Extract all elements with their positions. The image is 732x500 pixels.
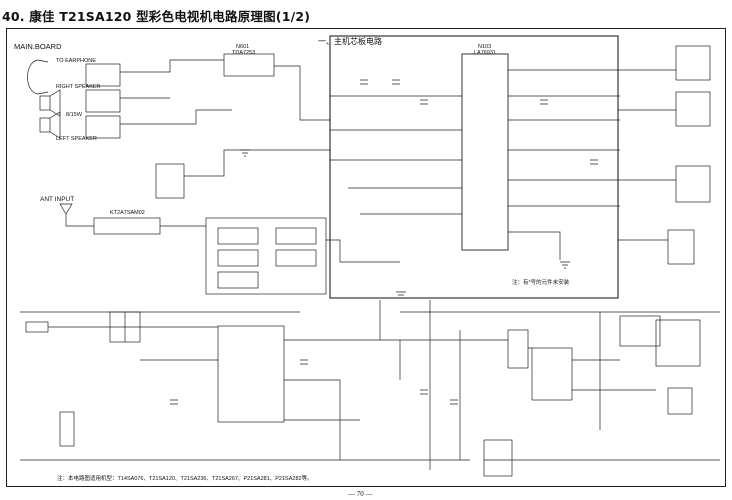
- left-speaker-label: LEFT SPEAKER: [56, 136, 97, 142]
- connector-xs003: [675, 165, 711, 203]
- to-earphone-label: TO EARPHONE: [56, 58, 96, 64]
- audio-amp-ic: [223, 53, 275, 77]
- right-speaker-symbol: [39, 95, 51, 111]
- connector-xs002: [675, 91, 711, 127]
- eeprom-ic: [667, 229, 695, 265]
- fuse: [25, 321, 49, 333]
- power-transformer: [217, 325, 285, 423]
- section-title-label: 一、主机芯板电路: [318, 37, 382, 46]
- crt-socket: [483, 439, 513, 477]
- antenna-symbol: [59, 203, 94, 227]
- right-speaker-connector: [85, 89, 121, 113]
- main-ic-ref: N103: [478, 44, 492, 50]
- right-speaker-label: RIGHT SPEAKER: [56, 84, 101, 90]
- note-label: 注：有*号的元件未安装: [512, 280, 570, 286]
- left-speaker-symbol: [39, 117, 51, 133]
- scan-ic: [507, 329, 529, 369]
- av-connector: [155, 163, 185, 199]
- flyback-transformer: [531, 347, 573, 401]
- earphone-connector: [85, 63, 121, 87]
- component-ticks: [170, 79, 598, 405]
- main-ic-block: [461, 53, 509, 251]
- audio-ic-part: TDA7253: [232, 50, 256, 56]
- ant-input-label: ANT INPUT: [40, 196, 75, 203]
- earphone-symbol: [27, 59, 49, 95]
- power-switch: [59, 411, 75, 447]
- left-speaker-connector: [85, 115, 121, 139]
- tuner-block: [93, 217, 161, 235]
- connector-xs001: [675, 45, 711, 81]
- page-title: 40. 康佳 T21SA120 型彩色电视机电路原理图(1/2): [2, 9, 311, 24]
- ground-symbols: [240, 149, 570, 299]
- tuner-label: KT2A7SAM02: [110, 210, 145, 216]
- applicable-models-footnote: 注：本电路图适用机型：T14SA076、T21SA120、T21SA236、T2…: [57, 476, 313, 482]
- main-board-label: MAIN.BOARD: [14, 42, 62, 51]
- speaker-spec-label: 8/15W: [66, 112, 82, 118]
- main-ic-part: LA76931: [474, 50, 497, 56]
- if-section: [205, 217, 327, 295]
- audio-ic-ref: N601: [236, 44, 250, 50]
- page-number: — 70 —: [348, 490, 373, 498]
- schematic-frame: [6, 28, 726, 487]
- wiring-traces: [20, 59, 720, 470]
- vertical-ic: [619, 315, 661, 347]
- main-board-region: [329, 35, 619, 299]
- cap-block: [655, 319, 701, 367]
